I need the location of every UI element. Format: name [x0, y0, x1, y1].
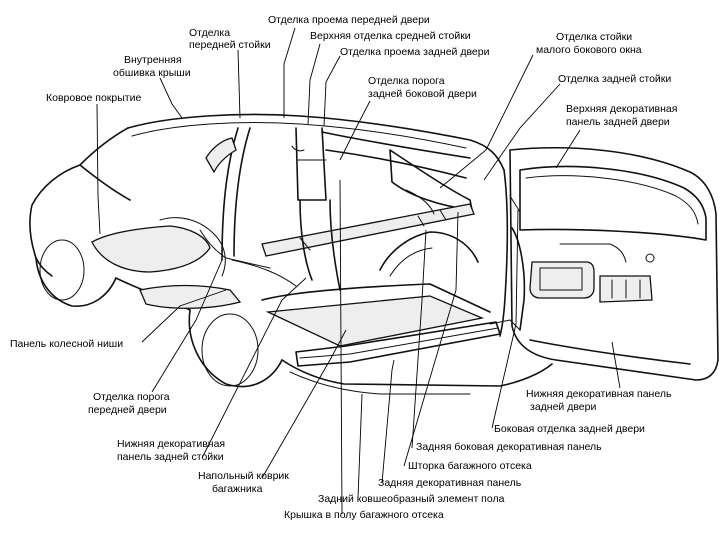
vehicle-body-outline	[29, 113, 553, 395]
label-rear-trim-panel: Задняя декоративная панель	[378, 477, 522, 489]
label-front-door-opening: Отделка проема передней двери	[268, 14, 430, 26]
label-small-window-pillar-line1: Отделка стойки	[556, 31, 632, 43]
label-rear-pillar: Отделка задней стойки	[558, 73, 671, 85]
label-rear-floor-element: Задний ковшеобразный элемент пола	[318, 493, 505, 505]
label-cargo-mat-line2: багажника	[212, 483, 263, 495]
callout-labels: Ковровое покрытие Внутренняя обшивка кры…	[10, 14, 677, 521]
label-front-sill-line1: Отделка порога	[93, 391, 170, 403]
label-rear-side-sill-line1: Отделка порога	[368, 75, 445, 87]
leader-lines	[96, 27, 621, 515]
label-upper-tailgate-line2: панель задней двери	[566, 116, 670, 128]
label-front-pillar-line2: передней стойки	[189, 39, 271, 51]
label-cargo-mat-line1: Напольный коврик	[198, 470, 289, 482]
label-carpet: Ковровое покрытие	[46, 92, 141, 104]
label-rear-side-panel: Задняя боковая декоративная панель	[416, 441, 602, 453]
label-lower-rear-pillar-line2: панель задней стойки	[117, 451, 224, 463]
label-wheelhouse: Панель колесной ниши	[10, 338, 123, 350]
label-front-sill-line2: передней двери	[88, 404, 167, 416]
label-floor-lid: Крышка в полу багажного отсека	[284, 509, 444, 521]
label-front-pillar-line1: Отделка	[189, 27, 230, 39]
label-roof-lining-line1: Внутренняя	[124, 54, 182, 66]
label-lower-tailgate-line2: задней двери	[530, 401, 596, 413]
label-upper-center-pillar: Верхняя отделка средней стойки	[310, 30, 471, 42]
label-lower-rear-pillar-line1: Нижняя декоративная	[117, 438, 225, 450]
label-lower-tailgate-line1: Нижняя декоративная панель	[526, 388, 672, 400]
label-roof-lining-line2: обшивка крыши	[113, 67, 191, 79]
label-rear-side-sill-line2: задней боковой двери	[368, 88, 477, 100]
label-tailgate-side: Боковая отделка задней двери	[494, 423, 645, 435]
label-upper-tailgate-line1: Верхняя декоративная	[566, 103, 677, 115]
label-cargo-cover: Шторка багажного отсека	[408, 460, 532, 472]
label-small-window-pillar-line2: малого бокового окна	[536, 44, 642, 56]
tailgate-outline	[489, 147, 719, 381]
label-rear-door-opening: Отделка проема задней двери	[340, 46, 490, 58]
